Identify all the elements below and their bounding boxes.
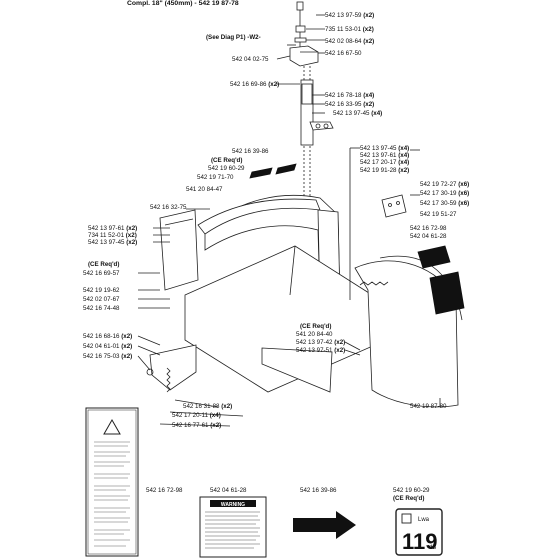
callout-c11: 542 19 60-29 [208, 165, 245, 172]
callout-c25: 542 19 91-28 (x2) [360, 167, 410, 174]
callout-c26: 542 19 72-27 (x6) [420, 181, 470, 188]
decal-noise-label: Lwa 119 dB [395, 508, 443, 556]
callout-c34: 542 16 75-03 (x2) [83, 353, 133, 360]
callout-c30: 542 16 72-98 [410, 225, 447, 232]
diagram-lines [137, 1, 465, 427]
callout-c21: 542 16 74-48 [83, 305, 120, 312]
callout-c17: 542 13 97-45 (x2) [88, 239, 138, 246]
callout-c03: 542 02 08-64 (x2) [325, 38, 375, 45]
callout-c04: 542 16 67-50 [325, 50, 362, 57]
callout-c41: 542 16 77-61 (x2) [172, 422, 222, 429]
callout-c40: 542 17 20-11 (x4) [172, 412, 221, 419]
decal-warning-label: WARNING [199, 496, 267, 558]
callout-c14: 542 16 32-75 [150, 204, 187, 211]
decal-label-d3: 542 16 39-86 [300, 487, 337, 494]
db-value-text: 119 [402, 529, 438, 554]
callout-c13: 541 20 84-47 [186, 186, 223, 193]
callout-c01: 542 13 97-59 (x2) [325, 12, 375, 19]
decal-label-d1: 542 16 72-98 [146, 487, 183, 494]
callout-c32: 542 16 68-16 (x2) [83, 333, 133, 340]
callout-c22: 542 13 97-45 (x4) [360, 145, 410, 152]
callout-c37: 542 13 97-51 (x2) [296, 347, 346, 354]
callout-c16: 734 11 52-01 (x2) [88, 232, 137, 239]
lwa-text: Lwa [418, 517, 430, 523]
callout-c07: 542 16 78-18 (x4) [325, 92, 375, 99]
decal-label-d2: 542 04 61-28 [210, 487, 247, 494]
ce-note-3: (CE Req'd) [300, 323, 332, 330]
callout-c15: 542 13 97-61 (x2) [88, 225, 138, 232]
ce-note-1: (CE Req'd) [211, 157, 243, 164]
ce-note-2: (CE Req'd) [88, 261, 120, 268]
callout-c05: 542 04 02-75 [232, 56, 269, 63]
assembly-title: Compl. 18" (450mm) - 542 19 87-78 [127, 0, 239, 7]
decal-safety-label [85, 407, 139, 557]
callout-c27: 542 17 30-19 (x6) [420, 190, 470, 197]
decal-label-d4: 542 19 60-29 [393, 487, 430, 494]
callout-c18: 542 16 69-57 [83, 270, 120, 277]
callout-c36: 542 13 97-42 (x2) [296, 339, 346, 346]
callout-c31: 542 04 61-28 [410, 233, 447, 240]
callout-c28: 542 17 30-59 (x6) [420, 200, 470, 207]
callout-c06: 542 16 69-86 (x2) [230, 81, 280, 88]
decal-label-d4-note: (CE Req'd) [393, 495, 425, 502]
callout-c20: 542 02 07-67 [83, 296, 120, 303]
callout-c38: 542 19 87-80 [410, 403, 447, 410]
warning-text: WARNING [221, 502, 245, 508]
callout-c19: 542 19 19-62 [83, 287, 120, 294]
see-diag-note: (See Diag P1) -W2- [206, 34, 261, 41]
callout-c39: 542 16 31-88 (x2) [183, 403, 233, 410]
callout-c12: 542 19 71-70 [197, 174, 234, 181]
callout-c08: 542 16 33-95 (x2) [325, 101, 375, 108]
callout-c35: 541 20 84-40 [296, 331, 333, 338]
db-unit-text: dB [429, 545, 436, 551]
callout-c02: 735 11 53-01 (x2) [325, 26, 374, 33]
decal-arrow [293, 511, 356, 539]
callout-c29: 542 19 51-27 [420, 211, 457, 218]
callout-c24: 542 17 20-17 (x4) [360, 159, 410, 166]
callout-c23: 542 13 97-61 (x4) [360, 152, 410, 159]
callout-c33: 542 04 61-01 (x2) [83, 343, 133, 350]
callout-c09: 542 13 97-45 (x4) [333, 110, 383, 117]
callout-c10: 542 16 39-86 [232, 148, 269, 155]
